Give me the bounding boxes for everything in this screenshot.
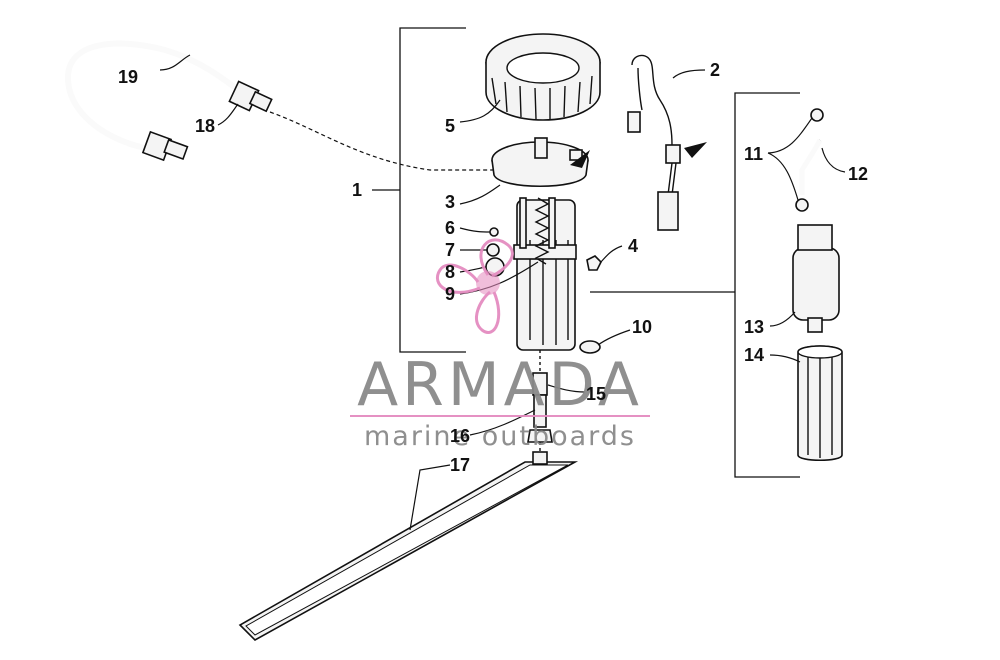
armada-watermark: ARMADA marine outboards bbox=[350, 238, 650, 452]
nut-16 bbox=[527, 429, 553, 443]
fuel-line-12 bbox=[799, 138, 823, 195]
pump-flange-3 bbox=[491, 137, 589, 187]
hose-fitting-18-upper bbox=[228, 80, 273, 113]
wire-harness-2 bbox=[627, 54, 681, 231]
callout-14: 14 bbox=[744, 345, 764, 365]
callout-6: 6 bbox=[445, 218, 455, 238]
direction-arrow-icon bbox=[684, 142, 707, 158]
electric-fuel-pump-13 bbox=[792, 224, 840, 333]
pump-sleeve-14 bbox=[797, 345, 843, 462]
guide-rod bbox=[519, 197, 527, 249]
callout-1: 1 bbox=[352, 180, 362, 200]
lock-ring-5 bbox=[485, 33, 601, 121]
callout-16: 16 bbox=[450, 426, 470, 446]
callout-7: 7 bbox=[445, 240, 455, 260]
guide-rod bbox=[548, 197, 556, 249]
hose-fitting-18-lower bbox=[141, 130, 189, 162]
callout-13: 13 bbox=[744, 317, 764, 337]
mounting-strap-17 bbox=[238, 451, 579, 641]
washer-10 bbox=[579, 340, 601, 354]
callout-9: 9 bbox=[445, 284, 455, 304]
clamp-11-upper bbox=[810, 108, 824, 122]
nut-4 bbox=[586, 255, 602, 271]
seal-7 bbox=[486, 243, 500, 257]
propeller-logo-icon bbox=[436, 238, 514, 334]
fuel-hose-19 bbox=[64, 40, 247, 155]
callout-8: 8 bbox=[445, 262, 455, 282]
callout-11: 11 bbox=[744, 144, 763, 164]
callout-19: 19 bbox=[118, 67, 138, 87]
callout-17: 17 bbox=[450, 455, 470, 475]
callout-15: 15 bbox=[586, 384, 606, 404]
brand-tagline: marine outboards bbox=[364, 421, 636, 452]
assembly-bracket-right bbox=[734, 92, 800, 478]
brand-name: ARMADA bbox=[357, 350, 643, 420]
callout-12: 12 bbox=[848, 164, 868, 184]
pump-housing bbox=[513, 199, 577, 351]
callout-3: 3 bbox=[445, 192, 455, 212]
direction-arrow-icon bbox=[570, 150, 590, 168]
callout-18: 18 bbox=[195, 116, 215, 136]
callout-10: 10 bbox=[632, 317, 652, 337]
spring-9 bbox=[534, 197, 550, 265]
clamp-11-lower bbox=[795, 198, 809, 212]
callout-4: 4 bbox=[628, 236, 638, 256]
o-ring-6 bbox=[489, 227, 499, 237]
callout-5: 5 bbox=[445, 116, 455, 136]
assembly-bracket-1 bbox=[399, 27, 466, 353]
callout-2: 2 bbox=[710, 60, 720, 80]
